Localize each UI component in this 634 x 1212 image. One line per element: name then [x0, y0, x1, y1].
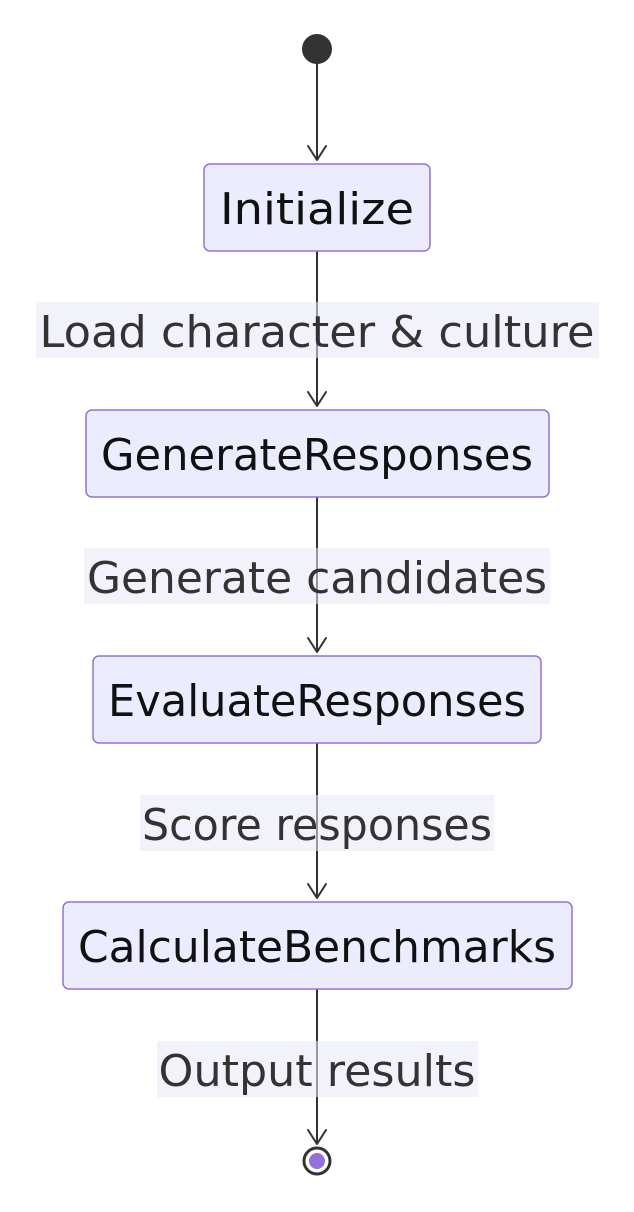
- svg-text:CalculateBenchmarks: CalculateBenchmarks: [78, 922, 556, 973]
- arrowhead-calculate: [307, 883, 327, 899]
- edge-label-generate-candidates: Generate candidates: [84, 548, 550, 604]
- end-state-marker: [302, 1146, 332, 1176]
- svg-text:Load character & culture: Load character & culture: [40, 307, 595, 358]
- start-state-marker: [302, 34, 332, 64]
- edge-label-load-character: Load character & culture: [36, 302, 599, 358]
- arrowhead-generate: [307, 391, 327, 407]
- arrowhead-initialize: [307, 145, 327, 161]
- svg-text:Initialize: Initialize: [220, 184, 414, 235]
- edge-label-score-responses: Score responses: [140, 795, 494, 851]
- state-evaluate-responses: EvaluateResponses: [92, 655, 542, 744]
- state-initialize: Initialize: [203, 163, 431, 252]
- svg-text:GenerateResponses: GenerateResponses: [101, 430, 533, 481]
- edge-label-output-results: Output results: [157, 1041, 478, 1097]
- state-calculate-benchmarks: CalculateBenchmarks: [62, 901, 573, 990]
- arrowhead-evaluate: [307, 637, 327, 653]
- svg-text:Score responses: Score responses: [142, 800, 492, 851]
- svg-text:EvaluateResponses: EvaluateResponses: [108, 676, 526, 727]
- arrowhead-end: [307, 1129, 327, 1145]
- svg-text:Generate candidates: Generate candidates: [87, 553, 547, 604]
- svg-text:Output results: Output results: [159, 1046, 476, 1097]
- state-generate-responses: GenerateResponses: [85, 409, 550, 498]
